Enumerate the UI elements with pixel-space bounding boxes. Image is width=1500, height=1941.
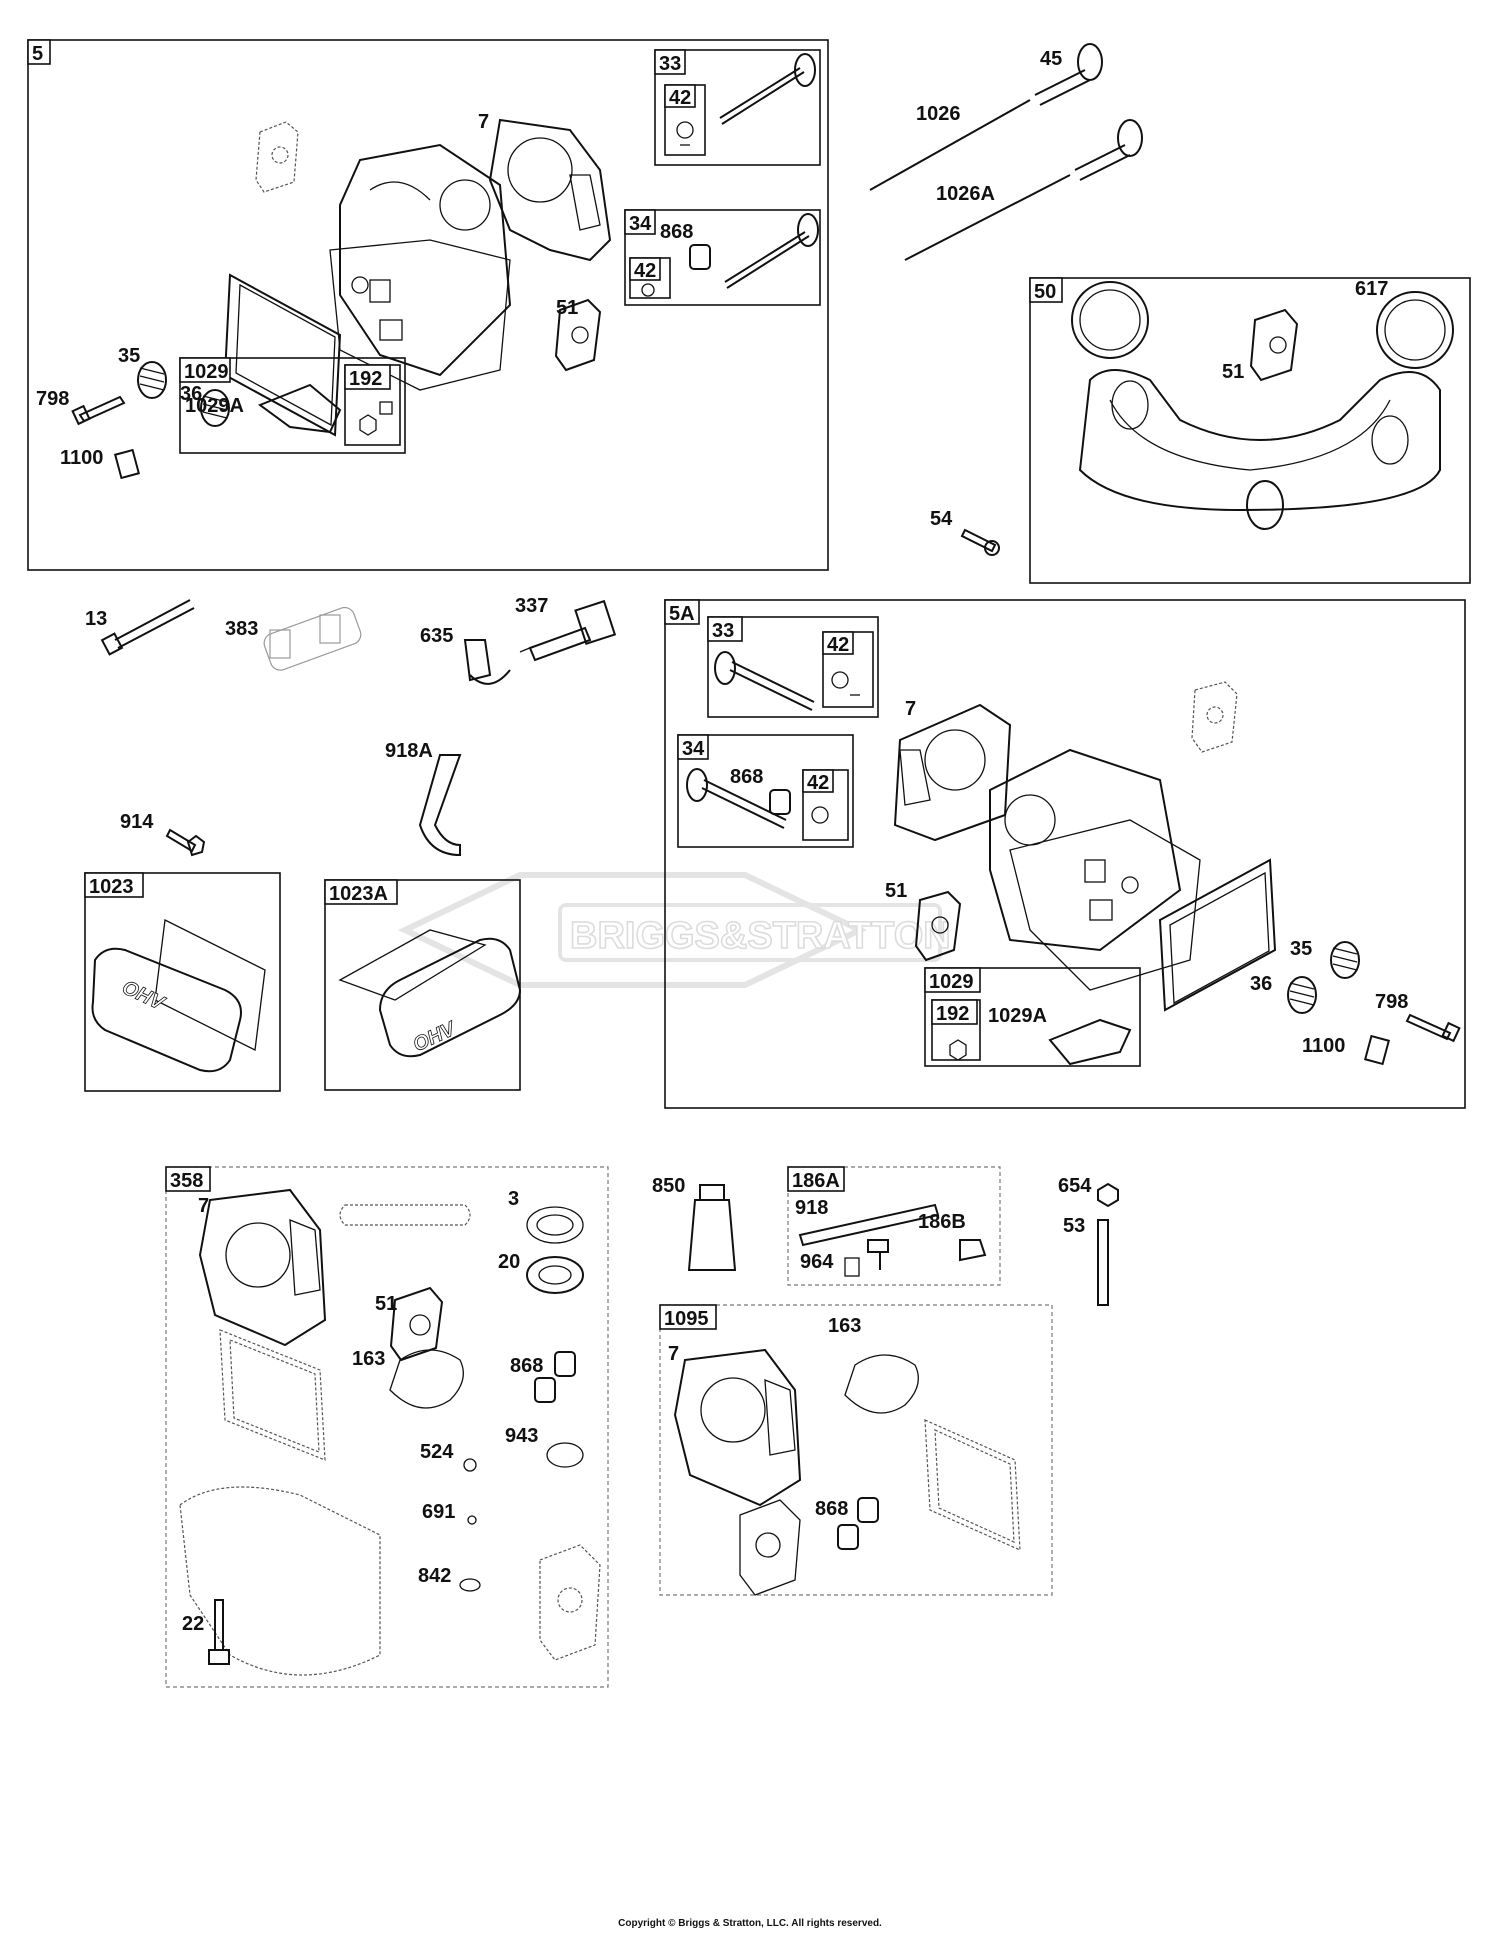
callout-1026A: 1026A bbox=[936, 183, 995, 205]
callout-45: 45 bbox=[1040, 48, 1062, 70]
callout-943: 943 bbox=[505, 1425, 538, 1447]
push-rods: 45 1026 1026A bbox=[869, 43, 1143, 261]
stud-53: 654 53 bbox=[1058, 1175, 1119, 1306]
group-358: 358 7 3 20 51 163 868 524 943 691 842 bbox=[165, 1166, 609, 1688]
callout-5A: 5A bbox=[669, 603, 695, 625]
callout-1029Ab: 1029A bbox=[988, 1005, 1047, 1027]
group-5: 5 7 51 35 36 bbox=[27, 39, 829, 571]
callout-868: 868 bbox=[660, 221, 693, 243]
callout-7c: 7 bbox=[198, 1195, 209, 1217]
callout-868b: 868 bbox=[730, 766, 763, 788]
callout-33: 33 bbox=[659, 53, 681, 75]
callout-13: 13 bbox=[85, 608, 107, 630]
callout-50: 50 bbox=[1034, 281, 1056, 303]
group-1095: 1095 7 163 868 bbox=[659, 1304, 1053, 1596]
callout-635: 635 bbox=[420, 625, 453, 647]
callout-918A: 918A bbox=[385, 740, 433, 762]
callout-186A: 186A bbox=[792, 1170, 840, 1192]
group-186A: 186A 918 186B 964 bbox=[787, 1166, 1001, 1286]
callout-51c: 51 bbox=[885, 880, 907, 902]
callout-7: 7 bbox=[478, 111, 489, 133]
sealant-850: 850 bbox=[652, 1175, 737, 1271]
callout-7d: 7 bbox=[668, 1343, 679, 1365]
brand-watermark: BRIGGS&STRATTON bbox=[398, 872, 952, 988]
callout-337: 337 bbox=[515, 595, 548, 617]
callout-868c: 868 bbox=[510, 1355, 543, 1377]
callout-51: 51 bbox=[556, 297, 578, 319]
callout-192b: 192 bbox=[936, 1003, 969, 1025]
callout-1023A: 1023A bbox=[329, 883, 388, 905]
callout-42: 42 bbox=[669, 87, 691, 109]
callout-34: 34 bbox=[629, 213, 652, 235]
callout-691: 691 bbox=[422, 1501, 455, 1523]
group-1023A: 1023A OHV bbox=[324, 879, 522, 1091]
callout-1100: 1100 bbox=[60, 447, 103, 469]
callout-51d: 51 bbox=[375, 1293, 397, 1315]
callout-654: 654 bbox=[1058, 1175, 1092, 1197]
callout-1100b: 1100 bbox=[1302, 1035, 1345, 1057]
callout-20: 20 bbox=[498, 1251, 520, 1273]
callout-5: 5 bbox=[32, 43, 43, 65]
callout-798b: 798 bbox=[1375, 991, 1408, 1013]
group-1023: 1023 OHV bbox=[84, 872, 281, 1092]
callout-34b: 34 bbox=[682, 738, 705, 760]
callout-35b: 35 bbox=[1290, 938, 1312, 960]
callout-842: 842 bbox=[418, 1565, 451, 1587]
spring-36 bbox=[200, 389, 230, 427]
callout-163a: 163 bbox=[352, 1348, 385, 1370]
callout-51b: 51 bbox=[1222, 361, 1244, 383]
loose-parts: 13 383 635 337 918A 914 bbox=[85, 595, 617, 857]
svg-text:OHV: OHV bbox=[410, 1017, 460, 1056]
callout-617: 617 bbox=[1355, 278, 1388, 300]
callout-54: 54 bbox=[930, 508, 953, 530]
callout-964: 964 bbox=[800, 1251, 834, 1273]
callout-33b: 33 bbox=[712, 620, 734, 642]
callout-22: 22 bbox=[182, 1613, 204, 1635]
callout-42b: 42 bbox=[634, 260, 656, 282]
callout-1095: 1095 bbox=[664, 1308, 709, 1330]
callout-35: 35 bbox=[118, 345, 140, 367]
callout-918: 918 bbox=[795, 1197, 828, 1219]
callout-53: 53 bbox=[1063, 1215, 1085, 1237]
callout-1029: 1029 bbox=[184, 361, 229, 383]
callout-42c: 42 bbox=[827, 634, 849, 656]
callout-3: 3 bbox=[508, 1188, 519, 1210]
callout-36b: 36 bbox=[1250, 973, 1272, 995]
callout-42d: 42 bbox=[807, 772, 829, 794]
callout-850: 850 bbox=[652, 1175, 685, 1197]
callout-1029A: 1029A bbox=[185, 395, 244, 417]
spring-35 bbox=[137, 361, 167, 399]
callout-192: 192 bbox=[349, 368, 382, 390]
callout-1023: 1023 bbox=[89, 876, 134, 898]
breather-383 bbox=[263, 606, 362, 671]
callout-524: 524 bbox=[420, 1441, 454, 1463]
group-5A: 5A 33 42 34 868 42 7 bbox=[664, 599, 1466, 1109]
callout-1029b: 1029 bbox=[929, 971, 974, 993]
callout-798: 798 bbox=[36, 388, 69, 410]
callout-868d: 868 bbox=[815, 1498, 848, 1520]
callout-358: 358 bbox=[170, 1170, 203, 1192]
callout-186B: 186B bbox=[918, 1211, 966, 1233]
callout-36: 36 bbox=[180, 383, 202, 405]
copyright-notice: Copyright © Briggs & Stratton, LLC. All … bbox=[618, 1918, 882, 1929]
callout-914: 914 bbox=[120, 811, 154, 833]
svg-text:OHV: OHV bbox=[119, 976, 169, 1015]
group-50: 50 617 51 54 bbox=[930, 277, 1471, 584]
watermark-text: BRIGGS&STRATTON bbox=[570, 915, 951, 957]
callout-7b: 7 bbox=[905, 698, 916, 720]
callout-163b: 163 bbox=[828, 1315, 861, 1337]
callout-1026: 1026 bbox=[916, 103, 961, 125]
callout-383: 383 bbox=[225, 618, 258, 640]
